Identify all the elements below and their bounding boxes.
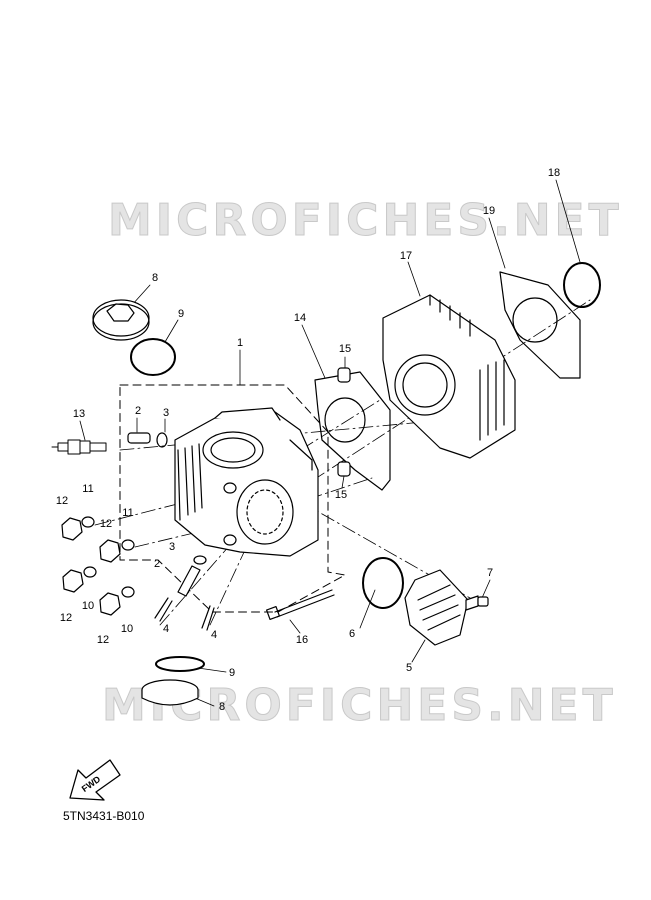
callout-2-upper: 2	[134, 405, 142, 417]
long-bolt	[265, 589, 335, 621]
callout-12-lower-left: 12	[59, 612, 73, 624]
dowel-pin-upper	[337, 367, 351, 383]
callout-4-left: 4	[162, 623, 170, 635]
assembly-boundary	[119, 384, 346, 613]
callout-1: 1	[236, 337, 244, 349]
callout-14: 14	[293, 312, 307, 324]
stud-bolts	[154, 597, 215, 631]
callout-8-top: 8	[151, 272, 159, 284]
callout-16: 16	[295, 634, 309, 646]
cylinder-head	[174, 407, 319, 557]
callout-15-lower: 15	[334, 489, 348, 501]
callout-9-top: 9	[177, 308, 185, 320]
callout-12-upper-right: 12	[99, 518, 113, 530]
valve-guide-upper	[127, 432, 168, 448]
callout-13: 13	[72, 408, 86, 420]
side-cover	[404, 569, 469, 646]
forward-direction-arrow: FWD	[69, 759, 121, 801]
oil-filler-cap-bottom	[141, 679, 199, 706]
cylinder-block	[382, 294, 516, 459]
callout-11-upper: 11	[82, 483, 94, 495]
callout-17: 17	[399, 250, 413, 262]
o-ring-side	[362, 557, 404, 609]
callout-19: 19	[482, 205, 496, 217]
dowel-pin-lower	[337, 461, 351, 477]
callout-15-upper: 15	[338, 343, 352, 355]
head-gasket	[314, 371, 391, 491]
callout-12-upper-left: 12	[55, 495, 69, 507]
nuts-and-washers	[61, 516, 135, 616]
callout-9-bottom: 9	[228, 667, 236, 679]
cover-bolt	[465, 595, 489, 611]
diagram-code: 5TN3431-B010	[63, 809, 145, 823]
callout-6: 6	[348, 628, 356, 640]
cylinder-base-gasket	[499, 271, 581, 379]
callout-7: 7	[486, 567, 494, 579]
callout-18: 18	[547, 167, 561, 179]
watermark-top: MICROFICHES.NET	[108, 195, 623, 247]
callout-11-lower: 11	[122, 507, 134, 519]
o-ring-large	[563, 262, 601, 308]
spark-plug	[51, 439, 107, 455]
oil-filler-cap-top	[92, 299, 150, 341]
o-ring-bottom	[155, 656, 205, 672]
callout-10-right: 10	[120, 623, 134, 635]
callout-2-lower: 2	[153, 558, 161, 570]
callout-10-left: 10	[81, 600, 95, 612]
callout-3-lower: 3	[168, 541, 176, 553]
o-ring-top	[130, 338, 176, 376]
callout-5: 5	[405, 662, 413, 674]
callout-8-bottom: 8	[218, 701, 226, 713]
leader-lines	[79, 179, 581, 707]
callout-4-right: 4	[210, 629, 218, 641]
callout-12-lower-right: 12	[96, 634, 110, 646]
callout-3-upper: 3	[162, 407, 170, 419]
valve-guide-lower	[177, 555, 207, 597]
